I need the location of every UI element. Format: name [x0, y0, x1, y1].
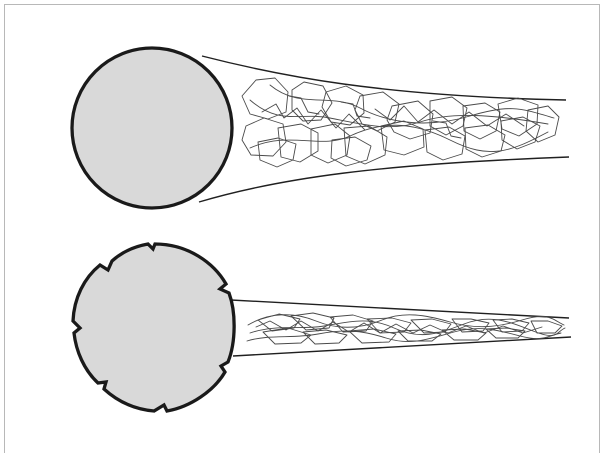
- upper-fibril-loop: [331, 137, 371, 166]
- upper-fibril-loop: [498, 98, 538, 136]
- upper-fibril-strand: [262, 104, 365, 130]
- upper-strand-bottom-edge: [199, 157, 569, 202]
- upper-fibril-loop: [242, 118, 286, 156]
- lower-fibril-loop: [442, 329, 486, 340]
- upper-fibril-loop: [465, 125, 505, 157]
- lower-fiber-group: [73, 244, 571, 411]
- lower-fiber-cross-section: [73, 244, 234, 411]
- lower-fibril-loop: [531, 321, 562, 333]
- upper-fiber-cross-section: [72, 48, 232, 208]
- lower-strand-bottom-edge: [233, 337, 571, 356]
- upper-fibril-loop: [292, 82, 332, 121]
- upper-fiber-group: [72, 48, 569, 208]
- upper-strand-top-edge: [202, 56, 566, 100]
- lower-fibril-loop: [258, 314, 300, 331]
- upper-fibril-loop: [344, 126, 387, 164]
- upper-fibril-loop: [258, 138, 296, 167]
- lower-fibril-loop: [303, 330, 347, 344]
